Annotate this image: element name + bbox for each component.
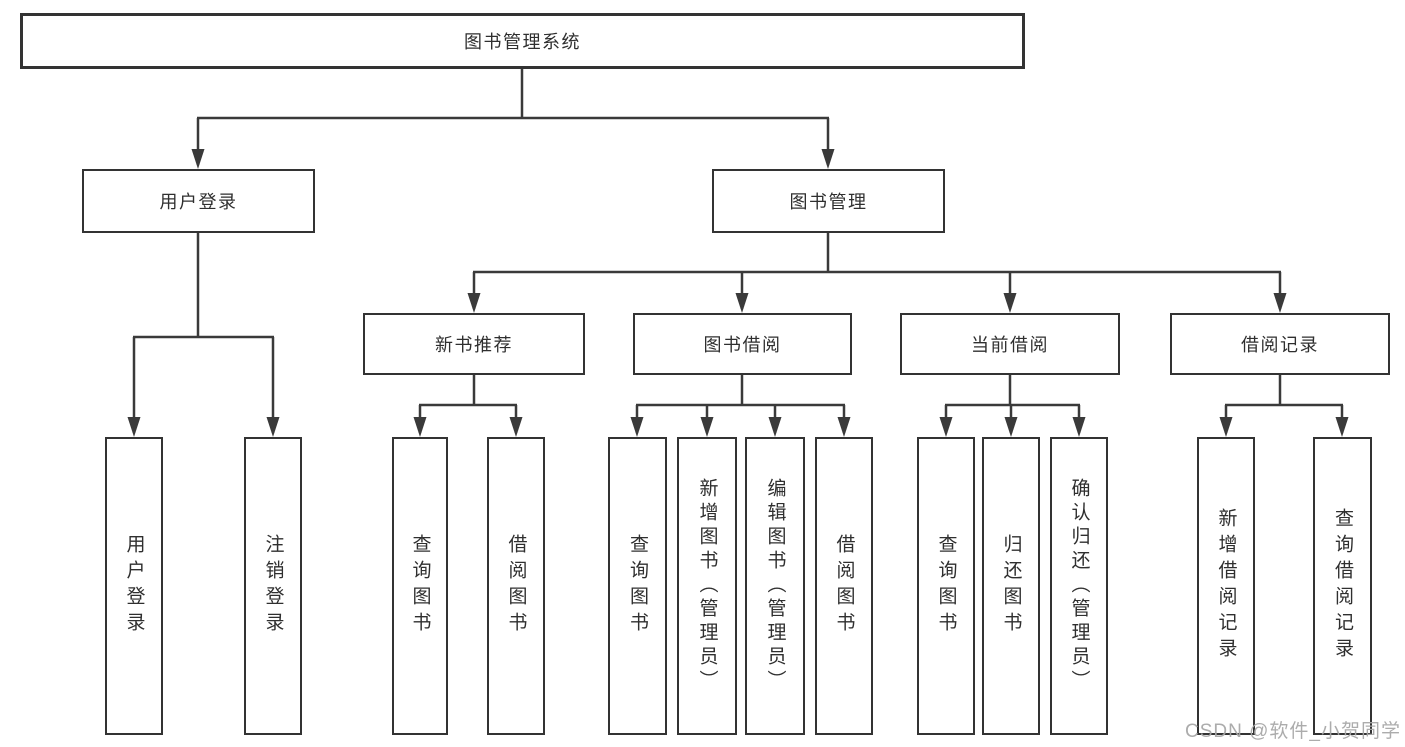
node-book-management-label: 图书管理: [789, 192, 868, 212]
node-book-borrow: 图书借阅: [633, 313, 852, 375]
leaf-cb-confirm-return-admin: 确认归还（管理员）: [1050, 437, 1108, 735]
leaf-bb-edit-books-admin: 编辑图书（管理员）: [745, 437, 805, 735]
node-book-management: 图书管理: [712, 169, 945, 233]
node-borrow-record: 借阅记录: [1170, 313, 1390, 375]
leaf-bb-query-books-label: 查询图书: [627, 534, 648, 638]
leaf-br-add-record-label: 新增借阅记录: [1215, 508, 1237, 664]
leaf-bb-borrow-books: 借阅图书: [815, 437, 873, 735]
leaf-cb-return-books: 归还图书: [982, 437, 1040, 735]
leaf-user-login: 用户登录: [105, 437, 163, 735]
leaf-cb-return-books-label: 归还图书: [1000, 534, 1022, 638]
leaf-nb-borrow-books: 借阅图书: [487, 437, 545, 735]
leaf-bb-add-books-admin: 新增图书（管理员）: [677, 437, 737, 735]
leaf-user-login-label: 用户登录: [123, 534, 145, 638]
leaf-logout: 注销登录: [244, 437, 302, 735]
leaf-cb-query-books: 查询图书: [917, 437, 975, 735]
node-user-login: 用户登录: [82, 169, 315, 233]
leaf-br-query-record-label: 查询借阅记录: [1332, 508, 1353, 664]
node-current-borrow: 当前借阅: [900, 313, 1120, 375]
leaf-nb-query-books-label: 查询图书: [409, 534, 431, 638]
node-new-book-recommend-label: 新书推荐: [435, 335, 513, 355]
leaf-logout-label: 注销登录: [262, 534, 284, 638]
leaf-br-add-record: 新增借阅记录: [1197, 437, 1255, 735]
node-book-borrow-label: 图书借阅: [703, 335, 782, 355]
leaf-cb-confirm-return-admin-label: 确认归还（管理员）: [1068, 478, 1090, 694]
node-new-book-recommend: 新书推荐: [363, 313, 585, 375]
leaf-nb-borrow-books-label: 借阅图书: [505, 534, 527, 638]
leaf-cb-query-books-label: 查询图书: [935, 534, 957, 638]
node-root-label: 图书管理系统: [464, 32, 581, 52]
watermark-csdn: CSDN @软件_小贺同学: [1185, 721, 1401, 742]
leaf-nb-query-books: 查询图书: [392, 437, 448, 735]
node-root-library-system: 图书管理系统: [20, 13, 1025, 69]
leaf-br-query-record: 查询借阅记录: [1313, 437, 1372, 735]
leaf-bb-borrow-books-label: 借阅图书: [833, 534, 855, 638]
node-borrow-record-label: 借阅记录: [1241, 335, 1319, 355]
leaf-bb-add-books-admin-label: 新增图书（管理员）: [696, 478, 718, 694]
leaf-bb-edit-books-admin-label: 编辑图书（管理员）: [764, 478, 786, 694]
node-user-login-label: 用户登录: [159, 192, 238, 212]
leaf-bb-query-books: 查询图书: [608, 437, 667, 735]
node-current-borrow-label: 当前借阅: [971, 335, 1049, 355]
